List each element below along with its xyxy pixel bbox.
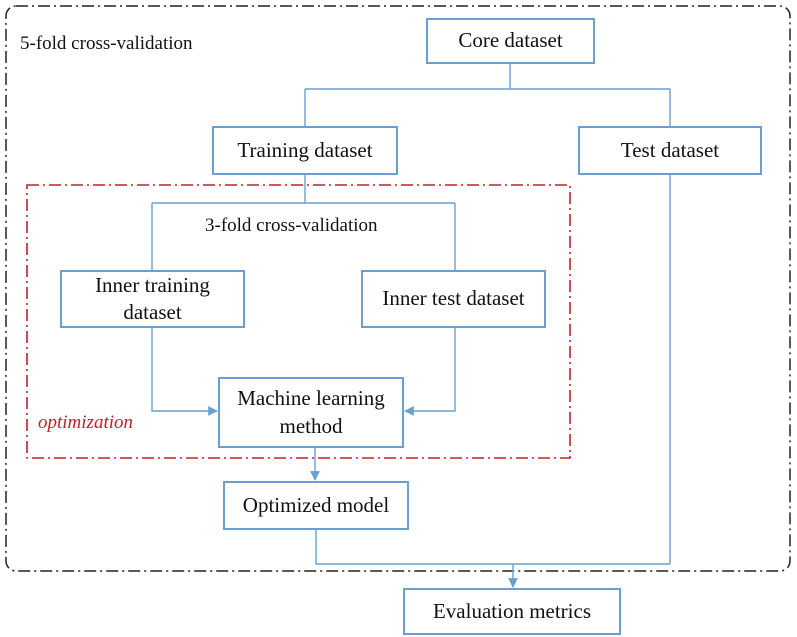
optimization-frame: [26, 184, 571, 459]
training-dataset-node: Training dataset: [212, 126, 398, 175]
test-dataset-text: Test dataset: [620, 137, 720, 162]
core-dataset-node: Core dataset: [426, 18, 595, 64]
inner-test-text: Inner test dataset: [382, 286, 525, 311]
core-dataset-text: Core dataset: [458, 28, 563, 53]
connector-optimized-down: [315, 530, 670, 565]
training-dataset-text: Training dataset: [237, 137, 373, 162]
arrow-inner-test-to-ml: [404, 328, 456, 416]
inner-test-dataset-node: Inner test dataset: [361, 270, 546, 328]
inner-training-dataset-node: Inner training dataset: [60, 270, 245, 328]
inner-training-text-line2: dataset: [123, 300, 182, 324]
test-dataset-node: Test dataset: [578, 126, 762, 175]
machine-learning-method-node: Machine learning method: [218, 377, 404, 448]
evaluation-metrics-node: Evaluation metrics: [403, 588, 621, 635]
optimized-model-node: Optimized model: [223, 481, 409, 530]
outer-cv-frame: [5, 5, 791, 572]
ml-text-line2: method: [279, 413, 343, 438]
outer-cv-label: 5-fold cross-validation: [20, 33, 193, 54]
evaluation-metrics-text: Evaluation metrics: [432, 598, 592, 623]
optimized-model-text: Optimized model: [242, 492, 390, 517]
inner-cv-label: 3-fold cross-validation: [205, 215, 378, 236]
inner-training-text-line1: Inner training: [95, 272, 210, 297]
optimization-label: optimization: [38, 412, 134, 433]
arrow-inner-training-to-ml: [151, 328, 218, 416]
ml-text-line1: Machine learning: [237, 386, 385, 411]
